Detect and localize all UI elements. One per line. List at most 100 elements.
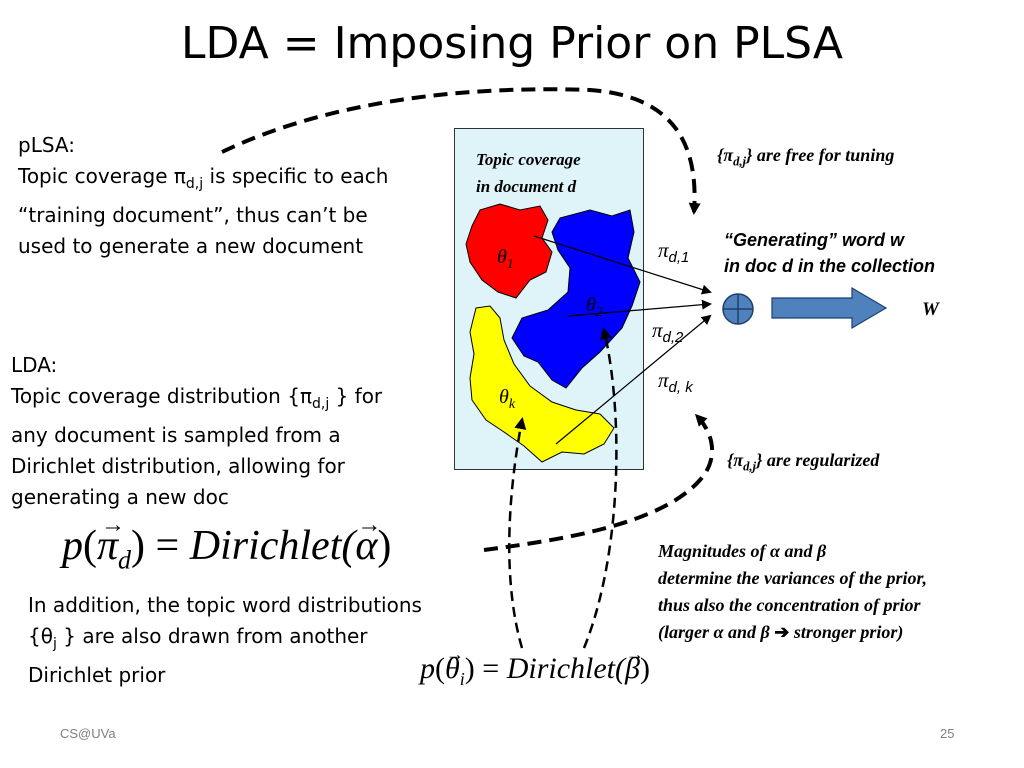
doc-box-label-line1: Topic coverage bbox=[476, 150, 581, 169]
pi-subscript: d,j bbox=[733, 154, 747, 169]
topic-word-line1: In addition, the topic word distribution… bbox=[28, 593, 422, 617]
note-text: and bbox=[723, 622, 761, 642]
note-text: Magnitudes of bbox=[658, 541, 771, 561]
slide-number: 25 bbox=[940, 726, 955, 741]
magnitudes-line1: Magnitudes of α and β bbox=[658, 538, 927, 565]
formula-theta-dirichlet: p(→θi) = Dirichlet(→β) bbox=[420, 644, 650, 690]
magnitudes-note: Magnitudes of α and β determine the vari… bbox=[658, 538, 927, 646]
topic-word-text: } are also drawn from another bbox=[56, 624, 368, 648]
theta-subscript: j bbox=[52, 636, 57, 652]
topic-word-text: { bbox=[28, 624, 41, 648]
output-block-arrow bbox=[771, 286, 888, 330]
plsa-section: pLSA: Topic coverage πd,j is specific to… bbox=[18, 130, 388, 262]
plsa-text: Topic coverage bbox=[18, 164, 174, 188]
dashed-curve-plsa-to-free bbox=[221, 87, 701, 215]
formula-paren: ) bbox=[464, 652, 475, 685]
lda-text: } for bbox=[329, 384, 383, 408]
magnitudes-line2: determine the variances of the prior, bbox=[658, 568, 927, 588]
formula-alpha: α bbox=[355, 523, 378, 569]
alpha-symbol: α bbox=[713, 622, 724, 642]
note-text: } are free for tuning bbox=[746, 145, 895, 165]
lda-heading: LDA: bbox=[11, 353, 58, 377]
topic-word-line2: {θj } are also drawn from another bbox=[28, 621, 422, 660]
output-word: W bbox=[922, 299, 939, 320]
formula-theta-vec: →θ bbox=[445, 644, 464, 685]
beta-symbol: β bbox=[817, 541, 827, 561]
formula-beta: β bbox=[625, 652, 640, 685]
note-text: { bbox=[727, 450, 734, 470]
dashed-curve-beta-to-topick bbox=[508, 417, 527, 649]
formula-pi-dirichlet: p(→πd) = Dirichlet(→α) bbox=[62, 512, 392, 575]
note-text: and bbox=[780, 541, 818, 561]
note-text: { bbox=[717, 145, 724, 165]
note-text: (larger bbox=[658, 622, 714, 642]
plsa-text: is specific to each bbox=[203, 164, 389, 188]
plsa-heading: pLSA: bbox=[18, 133, 75, 157]
generating-line1: “Generating” word w bbox=[724, 230, 905, 250]
arrow-topick-to-word bbox=[555, 314, 712, 445]
formula-p: p bbox=[420, 652, 435, 685]
pi-subscript: d,j bbox=[185, 176, 204, 192]
topic-word-section: In addition, the topic word distribution… bbox=[28, 590, 422, 691]
lda-text: Topic coverage distribution { bbox=[11, 384, 300, 408]
formula-equals: = bbox=[482, 652, 500, 685]
dashed-curve-beta-to-topic2 bbox=[582, 327, 618, 649]
topic-label-k: θk bbox=[499, 386, 515, 413]
pi-symbol: π bbox=[658, 238, 669, 262]
pi-subscript: d,2 bbox=[662, 329, 684, 347]
pi-symbol: π bbox=[733, 450, 744, 470]
lda-line4: generating a new doc bbox=[11, 485, 229, 509]
pi-label-1: πd,1 bbox=[658, 238, 689, 266]
formula-pi: π bbox=[97, 523, 119, 569]
theta-symbol: θ bbox=[499, 386, 509, 408]
formula-subscript: i bbox=[459, 669, 465, 689]
formula-paren: ) bbox=[377, 523, 392, 569]
formula-pi-vec: →π bbox=[97, 512, 125, 569]
magnitudes-line3: thus also the concentration of prior bbox=[658, 595, 921, 615]
topic-blob-2 bbox=[511, 209, 641, 389]
lda-section: LDA: Topic coverage distribution {πd,j }… bbox=[11, 350, 382, 513]
right-arrow-icon: ➔ bbox=[769, 622, 790, 642]
formula-paren: ) bbox=[639, 652, 650, 685]
formula-paren: ( bbox=[435, 652, 445, 685]
pi-symbol: π bbox=[723, 145, 734, 165]
pi-subscript: d,j bbox=[311, 396, 330, 412]
topic-blob-k bbox=[469, 305, 615, 463]
lda-line2: any document is sampled from a bbox=[11, 423, 341, 447]
pi-symbol: π bbox=[658, 368, 669, 392]
theta-symbol: θ bbox=[40, 624, 53, 648]
formula-paren: ) bbox=[131, 523, 146, 569]
formula-dirichlet: Dirichlet( bbox=[189, 523, 356, 569]
note-text: } are regularized bbox=[756, 450, 880, 470]
doc-box-label-line2: in document d bbox=[476, 177, 577, 196]
alpha-symbol: α bbox=[770, 541, 780, 561]
generating-word-note: “Generating” word w in doc d in the coll… bbox=[724, 227, 935, 279]
pi-symbol: π bbox=[652, 318, 663, 342]
plsa-line1: Topic coverage πd,j is specific to each bbox=[18, 161, 388, 200]
doc-box-label: Topic coverage in document d bbox=[476, 146, 581, 200]
arrow-topic1-to-word bbox=[533, 235, 712, 295]
lda-line3: Dirichlet distribution, allowing for bbox=[11, 454, 345, 478]
formula-paren: ( bbox=[83, 523, 97, 569]
theta-symbol: θ bbox=[586, 294, 596, 316]
formula-equals: = bbox=[155, 523, 180, 569]
topic-label-1: θ1 bbox=[497, 246, 514, 273]
pi-label-k: πd, k bbox=[658, 368, 693, 396]
theta-subscript: 1 bbox=[506, 257, 514, 272]
pi-subscript: d,j bbox=[743, 459, 757, 474]
pi-symbol: π bbox=[173, 164, 186, 188]
footer-left: CS@UVa bbox=[60, 726, 116, 741]
theta-subscript: k bbox=[508, 397, 516, 412]
formula-theta: θ bbox=[445, 652, 460, 685]
pi-subscript: d, k bbox=[668, 379, 693, 397]
pi-symbol: π bbox=[299, 384, 312, 408]
generating-line2: in doc d in the collection bbox=[724, 256, 936, 276]
page-title: LDA = Imposing Prior on PLSA bbox=[181, 18, 843, 69]
theta-symbol: θ bbox=[497, 246, 507, 268]
lda-line1: Topic coverage distribution {πd,j } for bbox=[11, 381, 382, 420]
formula-beta-vec: →β bbox=[625, 644, 644, 685]
theta-subscript: 2 bbox=[595, 305, 603, 320]
formula-dirichlet: Dirichlet( bbox=[506, 652, 625, 685]
plsa-line2: “training document”, thus can’t be bbox=[18, 203, 368, 227]
